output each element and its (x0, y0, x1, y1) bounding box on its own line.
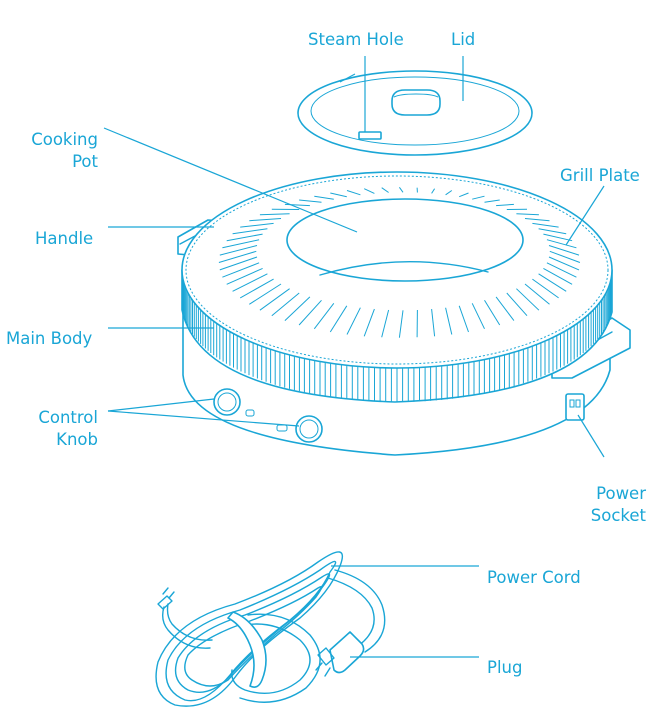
grill-ray (314, 195, 334, 200)
label-power-cord: Power Cord (487, 568, 581, 587)
power-cord-drawing (155, 551, 386, 707)
label-plug: Plug (487, 658, 523, 677)
grill-ray (239, 278, 274, 299)
grill-ray (259, 213, 290, 216)
grill-ray (484, 199, 500, 203)
grill-ray (459, 192, 469, 198)
grill-ray (219, 256, 258, 271)
grill-ray (381, 309, 390, 338)
label-grill-plate: Grill Plate (560, 166, 640, 185)
label-control-knob-line-2: Knob (56, 430, 98, 449)
grill-ray (431, 188, 436, 194)
grill-ray (532, 278, 559, 299)
grill-ray (445, 190, 453, 196)
grill-ray (222, 262, 260, 278)
grill-ray (471, 303, 485, 330)
grill-ray (458, 305, 469, 333)
grill-ray (381, 187, 389, 193)
grill-ray (346, 190, 361, 196)
grill-ray (516, 213, 539, 216)
grill-ray (496, 203, 514, 207)
grill-ray (506, 292, 528, 317)
grill-ray (271, 292, 300, 317)
grill-ray (524, 283, 550, 305)
label-cooking-pot: Cooking Pot (10, 129, 98, 173)
grill-ray (330, 192, 347, 198)
grill-ray (218, 250, 257, 263)
grill-ray (363, 308, 375, 337)
grill-ray (299, 199, 322, 203)
label-cooking-pot-line-2: Pot (72, 152, 98, 171)
leader-lines (103, 56, 605, 658)
grill-ray (346, 307, 361, 335)
grill-ray (363, 188, 375, 194)
main-body-drawing (177, 171, 631, 456)
label-power-socket: Power Socket (556, 483, 646, 527)
grill-ray (538, 228, 567, 235)
grill-ray (549, 250, 581, 263)
grill-ray (226, 267, 263, 285)
steam-hole-drawing (358, 131, 382, 140)
grill-ray (548, 245, 580, 256)
grill-ray (219, 245, 258, 256)
grill-ray (445, 307, 453, 335)
grill-ray (226, 233, 263, 242)
label-steam-hole: Steam Hole (308, 30, 404, 49)
grill-ray (532, 222, 559, 228)
grill-ray (398, 310, 404, 338)
grill-ray (516, 288, 540, 311)
grill-ray (484, 300, 501, 326)
grill-ray (284, 296, 311, 321)
grill-ray (543, 233, 573, 242)
grill-ray (232, 228, 268, 235)
label-power-socket-line-2: Socket (590, 506, 646, 525)
grill-ray (249, 283, 282, 305)
label-main-body: Main Body (6, 329, 93, 348)
grill-ray (546, 262, 577, 278)
grill-ray (329, 305, 348, 333)
label-cooking-pot-line-1: Cooking (31, 130, 98, 149)
grill-ray (259, 288, 290, 311)
grill-ray (313, 302, 335, 330)
grill-ray (548, 256, 580, 271)
grill-ray (543, 267, 573, 285)
grill-ray (472, 195, 485, 200)
label-control-knob-line-1: Control (38, 408, 98, 427)
grill-ray (431, 309, 436, 337)
grill-ray (398, 187, 404, 193)
grill-ray (232, 273, 268, 292)
grill-ray (495, 296, 515, 321)
label-handle: Handle (35, 229, 94, 248)
label-lid: Lid (451, 30, 476, 49)
grill-ray (249, 218, 282, 222)
label-power-socket-line-1: Power (596, 484, 646, 503)
grill-ray (222, 239, 260, 249)
label-control-knob: Control Knob (10, 407, 98, 451)
power-socket-drawing (565, 393, 585, 421)
lid-drawing (297, 70, 533, 156)
grill-ray (538, 273, 567, 292)
grill-ray (240, 222, 274, 228)
grill-ray (546, 239, 577, 249)
grill-ray (524, 218, 550, 222)
grill-ray (298, 299, 322, 326)
